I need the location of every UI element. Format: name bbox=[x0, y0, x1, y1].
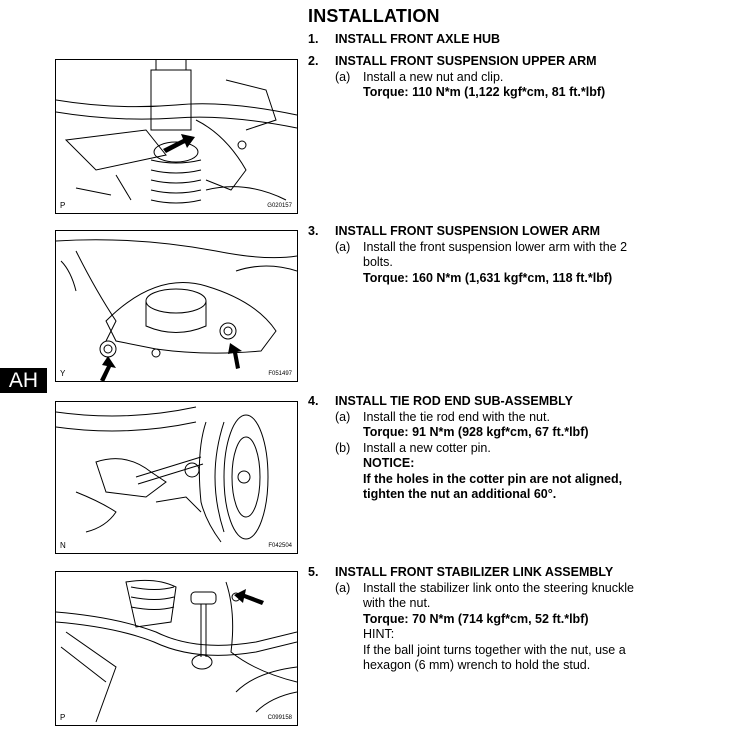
step-heading: INSTALL FRONT SUSPENSION UPPER ARM bbox=[335, 54, 597, 68]
substep-letter: (a) bbox=[335, 69, 351, 84]
notice-text-cont: tighten the nut an additional 60°. bbox=[363, 487, 557, 501]
page-title: INSTALLATION bbox=[308, 6, 440, 26]
arrow-icon bbox=[100, 356, 116, 381]
substep-a: (a) Install a new nut and clip. Torque: … bbox=[308, 70, 605, 101]
arrow-icon bbox=[228, 343, 242, 369]
tie-rod-illustration bbox=[56, 406, 269, 543]
arrow-icon bbox=[163, 134, 195, 153]
figure-code: G020157 bbox=[267, 203, 292, 209]
torque-spec: Torque: 110 N*m (1,122 kgf*cm, 81 ft.*lb… bbox=[363, 85, 606, 99]
step-4: 4. INSTALL TIE ROD END SUB-ASSEMBLY (a) I… bbox=[308, 394, 622, 503]
notice-text: If the holes in the cotter pin are not a… bbox=[363, 471, 623, 486]
substep-text: Install the front suspension lower arm w… bbox=[363, 239, 628, 254]
step-2: 2. INSTALL FRONT SUSPENSION UPPER ARM (a)… bbox=[308, 54, 605, 101]
step-5: 5. INSTALL FRONT STABILIZER LINK ASSEMBLY… bbox=[308, 565, 634, 674]
notice-label: NOTICE: bbox=[363, 456, 415, 470]
step-3: 3. INSTALL FRONT SUSPENSION LOWER ARM (a)… bbox=[308, 224, 627, 286]
figure-corner-mark: P bbox=[60, 713, 66, 722]
figure-lower-arm: Y F051497 bbox=[55, 230, 298, 382]
stabilizer-link-illustration bbox=[56, 579, 297, 723]
substep-text: Install the tie rod end with the nut. bbox=[363, 409, 550, 424]
section-tab: AH bbox=[0, 368, 47, 393]
figure-stabilizer-link: P C099158 bbox=[55, 571, 298, 726]
step-number: 2. bbox=[308, 54, 319, 68]
step-heading: INSTALL FRONT AXLE HUB bbox=[335, 32, 501, 46]
figure-code: C099158 bbox=[267, 715, 292, 721]
figure-code: F051497 bbox=[268, 371, 292, 377]
substep-a: (a) Install the tie rod end with the nut… bbox=[308, 410, 622, 441]
substep-letter: (a) bbox=[335, 239, 351, 254]
step-heading: INSTALL FRONT SUSPENSION LOWER ARM bbox=[335, 224, 601, 238]
arrow-icon bbox=[234, 589, 264, 605]
substep-text: Install a new nut and clip. bbox=[363, 69, 504, 84]
substep-text: Install the stabilizer link onto the ste… bbox=[363, 580, 634, 595]
step-heading: INSTALL TIE ROD END SUB-ASSEMBLY bbox=[335, 394, 573, 408]
upper-arm-illustration bbox=[56, 60, 297, 204]
lower-arm-illustration bbox=[56, 239, 297, 358]
substep-letter: (a) bbox=[335, 409, 351, 424]
hint-text: If the ball joint turns together with th… bbox=[363, 642, 626, 657]
torque-spec: Torque: 91 N*m (928 kgf*cm, 67 ft.*lbf) bbox=[363, 425, 589, 439]
substep-a: (a) Install the front suspension lower a… bbox=[308, 240, 627, 287]
figure-upper-arm: P G020157 bbox=[55, 59, 298, 214]
substep-letter: (a) bbox=[335, 580, 351, 595]
step-number: 5. bbox=[308, 565, 319, 579]
figure-corner-mark: N bbox=[60, 541, 66, 550]
substep-b: (b) Install a new cotter pin. NOTICE: If… bbox=[308, 441, 622, 503]
torque-spec: Torque: 160 N*m (1,631 kgf*cm, 118 ft.*l… bbox=[363, 270, 613, 285]
torque-spec: Torque: 70 N*m (714 kgf*cm, 52 ft.*lbf) bbox=[363, 611, 589, 626]
hint-label: HINT: bbox=[363, 627, 395, 641]
step-number: 4. bbox=[308, 394, 319, 408]
figure-code: F042504 bbox=[268, 543, 292, 549]
substep-a: (a) Install the stabilizer link onto the… bbox=[308, 581, 634, 674]
step-number: 1. bbox=[308, 32, 319, 46]
hint-text-cont: hexagon (6 mm) wrench to hold the stud. bbox=[363, 658, 591, 672]
substep-text-cont: with the nut. bbox=[363, 596, 431, 610]
figure-corner-mark: P bbox=[60, 201, 66, 210]
substep-text: Install a new cotter pin. bbox=[363, 440, 491, 455]
substep-text-cont: bolts. bbox=[363, 255, 393, 269]
substep-letter: (b) bbox=[335, 440, 351, 455]
step-heading: INSTALL FRONT STABILIZER LINK ASSEMBLY bbox=[335, 565, 614, 579]
step-number: 3. bbox=[308, 224, 319, 238]
figure-corner-mark: Y bbox=[60, 369, 66, 378]
step-1: 1. INSTALL FRONT AXLE HUB bbox=[308, 32, 500, 48]
figure-tie-rod-end: N F042504 bbox=[55, 401, 298, 554]
